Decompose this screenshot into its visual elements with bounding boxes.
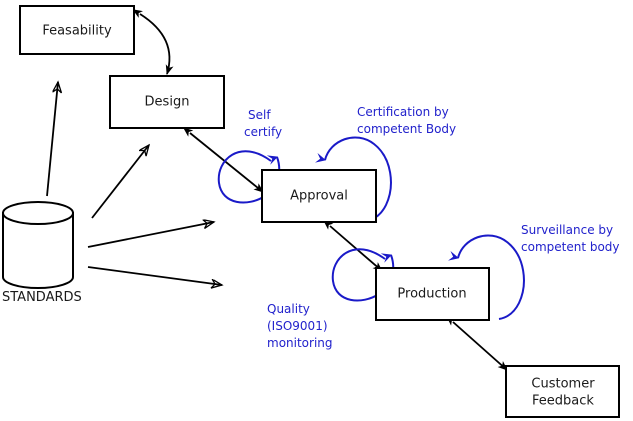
node-design-label: Design	[145, 95, 190, 110]
connection-production-customer-feedback	[446, 316, 508, 371]
annotation-self-certify-line1: Self	[248, 108, 271, 122]
annotation-surveillance-line1: Surveillance by	[521, 223, 613, 237]
annotation-quality-line3: monitoring	[267, 336, 333, 350]
node-customer-feedback-label-line1: Customer	[531, 377, 595, 392]
annotation-self-certify-line2: certify	[244, 125, 282, 139]
node-production-label: Production	[397, 287, 466, 302]
node-customer-feedback[interactable]: Customer Feedback	[505, 365, 620, 418]
node-feasability[interactable]: Feasability	[19, 5, 135, 55]
annotation-quality-line1: Quality	[267, 302, 310, 316]
annotation-surveillance-competent-body: Surveillance by competent body	[521, 223, 620, 254]
node-feasability-label: Feasability	[42, 24, 112, 39]
connection-standards-feasability	[46, 82, 58, 197]
node-approval-label: Approval	[290, 189, 348, 204]
node-production[interactable]: Production	[375, 267, 490, 321]
annotation-quality-iso9001-monitoring: Quality (ISO9001) monitoring	[267, 302, 333, 350]
connection-standards-approval	[87, 222, 214, 248]
annotation-certification-line1: Certification by	[357, 105, 449, 119]
node-design[interactable]: Design	[109, 75, 225, 129]
annotation-quality-line2: (ISO9001)	[267, 319, 328, 333]
datastore-standards	[1, 201, 74, 289]
loop-surveillance-competent-body	[448, 234, 525, 320]
annotation-surveillance-line2: competent body	[521, 240, 620, 254]
datastore-standards-label: STANDARDS	[2, 290, 82, 305]
annotation-certification-line2: competent Body	[357, 122, 456, 136]
connection-design-approval	[183, 127, 264, 193]
annotation-self-certify: Self certify	[244, 108, 282, 139]
connection-standards-production	[87, 266, 222, 285]
annotation-certification-competent-body: Certification by competent Body	[357, 105, 456, 136]
node-customer-feedback-label-line2: Feedback	[532, 394, 594, 409]
connection-standards-design	[91, 145, 149, 219]
connection-feasability-design	[132, 9, 174, 75]
node-approval[interactable]: Approval	[261, 169, 377, 223]
